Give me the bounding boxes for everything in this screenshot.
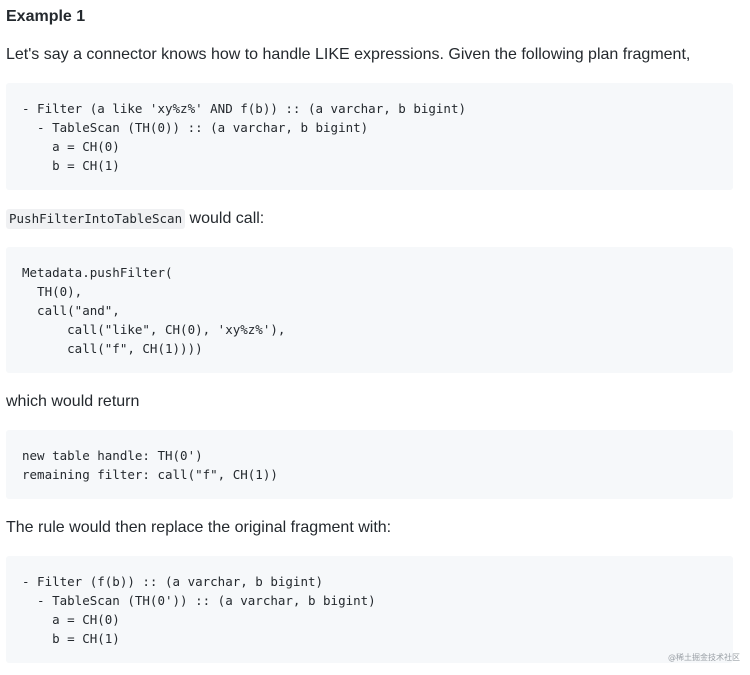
code-block-original-plan: - Filter (a like 'xy%z%' AND f(b)) :: (a… (6, 83, 733, 190)
code-line: - Filter (f(b)) :: (a varchar, b bigint) (22, 574, 324, 589)
code-line: remaining filter: call("f", CH(1)) (22, 467, 278, 482)
intro-paragraph: Let's say a connector knows how to handl… (6, 46, 691, 63)
code-line: call("like", CH(0), 'xy%z%'), (22, 322, 286, 337)
code-block-replaced-plan: - Filter (f(b)) :: (a varchar, b bigint)… (6, 556, 733, 663)
code-line: new table handle: TH(0') (22, 448, 203, 463)
watermark-text: @稀土掘金技术社区 (668, 653, 740, 662)
rule-name-code: PushFilterIntoTableScan (6, 209, 186, 229)
code-line: call("and", (22, 303, 120, 318)
code-block-push-filter: Metadata.pushFilter( TH(0), call("and", … (6, 247, 733, 373)
code-block-return-value: new table handle: TH(0') remaining filte… (6, 430, 733, 499)
code-line: - TableScan (TH(0)) :: (a varchar, b big… (22, 120, 369, 135)
code-line: b = CH(1) (22, 631, 120, 646)
rule-call-paragraph: PushFilterIntoTableScan would call: (6, 209, 264, 229)
code-line: TH(0), (22, 284, 83, 299)
code-line: b = CH(1) (22, 158, 120, 173)
return-paragraph: which would return (6, 393, 140, 410)
code-line: - Filter (a like 'xy%z%' AND f(b)) :: (a… (22, 101, 467, 116)
code-line: call("f", CH(1)))) (22, 341, 203, 356)
section-heading: Example 1 (6, 8, 86, 25)
would-call-text: would call: (185, 210, 265, 227)
code-line: a = CH(0) (22, 612, 120, 627)
code-line: - TableScan (TH(0')) :: (a varchar, b bi… (22, 593, 376, 608)
code-line: Metadata.pushFilter( (22, 265, 173, 280)
replace-paragraph: The rule would then replace the original… (6, 519, 392, 536)
code-line: a = CH(0) (22, 139, 120, 154)
